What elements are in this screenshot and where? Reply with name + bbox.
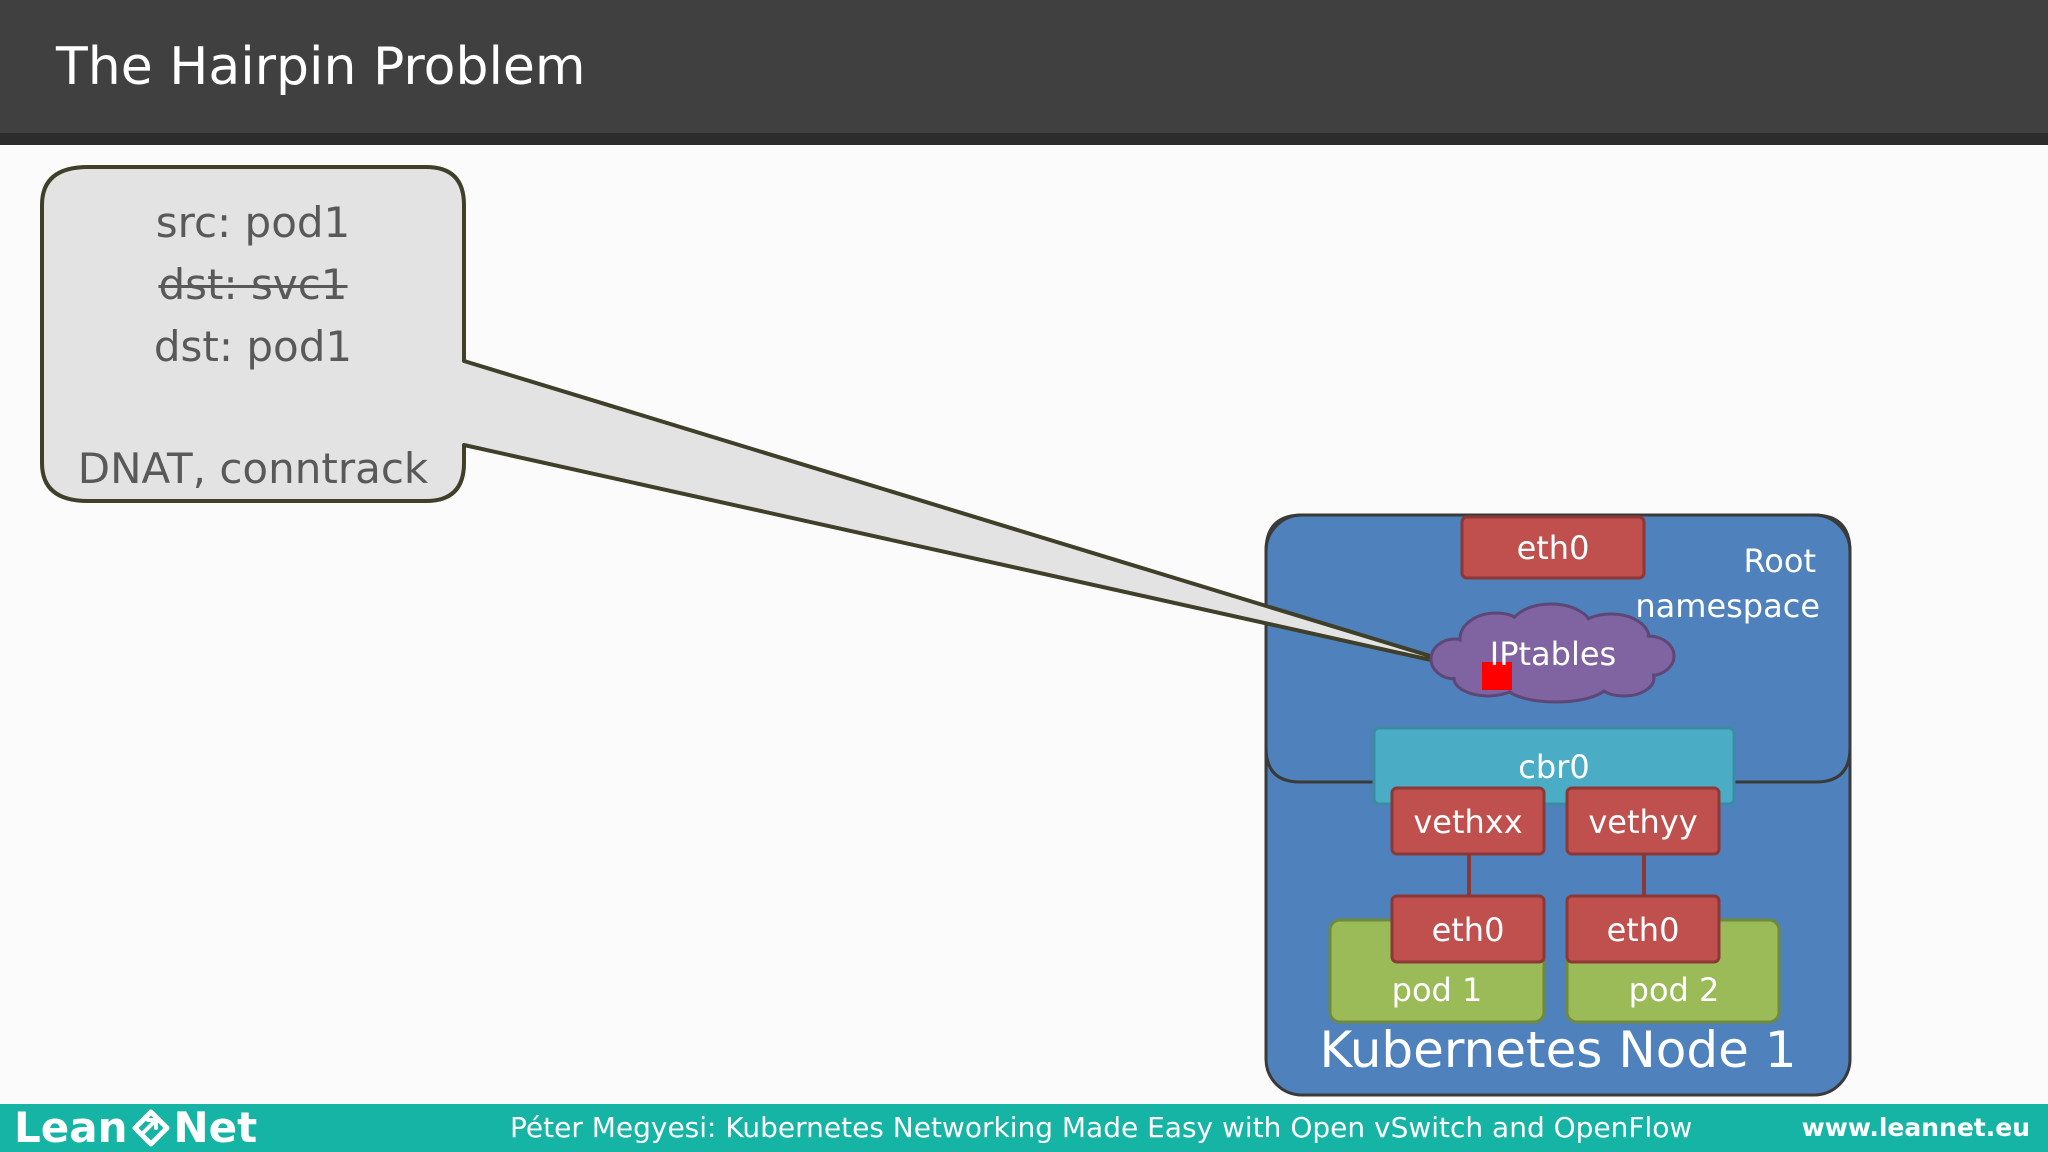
callout-dst-struck: dst: svc1 — [158, 260, 348, 309]
callout-note: DNAT, conntrack — [77, 444, 429, 493]
pod2-label: pod 2 — [1628, 971, 1720, 1009]
footer-presentation-title: Péter Megyesi: Kubernetes Networking Mad… — [510, 1111, 1693, 1144]
iptables-label: IPtables — [1489, 635, 1617, 673]
veth-b-box — [1565, 786, 1721, 856]
pod1-label: pod 1 — [1391, 971, 1483, 1009]
veth-a-label: vethxx — [1413, 803, 1523, 841]
pod1-eth0-box — [1390, 894, 1546, 964]
veth-a-box — [1390, 786, 1546, 856]
pod2-eth0-box — [1565, 894, 1721, 964]
leaf-arrow-icon — [132, 1109, 169, 1147]
callout-dst: dst: pod1 — [153, 322, 353, 371]
title-bar — [0, 0, 2048, 133]
title-bar-edge — [0, 133, 2048, 145]
bridge-label: cbr0 — [1518, 748, 1590, 786]
pod2-eth0-label: eth0 — [1606, 911, 1680, 949]
bridge-box — [1372, 726, 1736, 806]
host-eth0-label: eth0 — [1516, 529, 1590, 567]
callout-bubble — [40, 165, 1478, 672]
root-namespace-outline — [1264, 513, 1852, 784]
slide-title: The Hairpin Problem — [56, 37, 586, 97]
pod1-eth0-label: eth0 — [1431, 911, 1505, 949]
host-eth0-box — [1460, 515, 1646, 580]
logo-text-right: Net — [173, 1103, 258, 1152]
logo-text-left: Lean — [14, 1103, 128, 1152]
root-namespace-label-line1: Root — [1743, 542, 1817, 580]
root-namespace-label-line2: namespace — [1635, 587, 1820, 625]
veth-b-label: vethyy — [1588, 803, 1698, 841]
callout-src: src: pod1 — [155, 198, 351, 247]
footer-bar — [0, 1104, 2048, 1152]
leannet-logo: Lean Net — [14, 1104, 257, 1152]
footer-url[interactable]: www.leannet.eu — [1801, 1113, 2030, 1142]
node-name-label: Kubernetes Node 1 — [1319, 1021, 1797, 1079]
packet-marker — [1482, 662, 1512, 690]
